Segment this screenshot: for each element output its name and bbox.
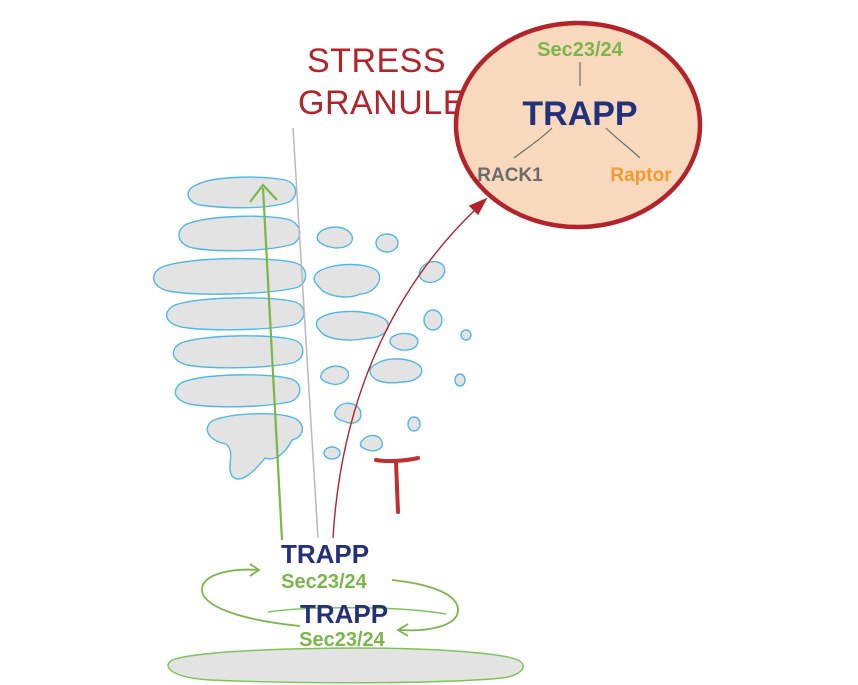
connector-right: [605, 127, 641, 159]
golgi-fragment: [313, 263, 381, 298]
golgi-fragment: [460, 329, 472, 341]
trapp-upper-label: TRAPP: [281, 539, 369, 569]
golgi-fragments: [313, 226, 472, 460]
sec23-24-lower-label: Sec23/24: [299, 629, 386, 651]
golgi-fragment: [407, 416, 421, 432]
connector-left: [513, 127, 553, 159]
golgi-fragment: [323, 446, 341, 460]
green-arrowhead: [249, 183, 278, 203]
golgi-cisterna: [206, 413, 304, 480]
golgi-fragment: [316, 226, 354, 249]
golgi-fragment: [359, 434, 383, 452]
golgi-bottom-stack: [167, 607, 524, 684]
golgi-cisterna: [166, 297, 305, 331]
granule-trapp-label: TRAPP: [522, 95, 637, 133]
golgi-cisterna: [172, 335, 304, 369]
sec23-24-upper-label: Sec23/24: [281, 571, 368, 593]
golgi-fragment: [375, 233, 399, 253]
stress-granule-circle: [453, 20, 703, 230]
inhibition-stem: [394, 460, 400, 514]
green-transport-arrow: [249, 183, 284, 541]
red-arrow-shaft: [332, 206, 479, 539]
golgi-fragment: [454, 373, 466, 387]
raptor-label: Raptor: [610, 165, 672, 186]
cycle-arc-upper: [201, 568, 301, 627]
golgi-fragment: [423, 309, 443, 331]
golgi-stack-intact: [153, 176, 307, 480]
cycle-arc-lower: [391, 579, 459, 632]
recycling-cycle: [201, 563, 459, 637]
rack1-label: RACK1: [477, 165, 543, 186]
divider-line: [292, 127, 319, 539]
golgi-fragment: [334, 402, 362, 424]
stress-title-line1: STRESS: [307, 42, 446, 80]
green-arrow-shaft: [261, 187, 284, 541]
golgi-cisterna: [153, 257, 307, 295]
inhibition-symbol: [374, 456, 420, 514]
golgi-cisterna: [178, 215, 301, 252]
golgi-fragment: [369, 358, 423, 384]
golgi-fragment: [315, 310, 389, 341]
red-arrowhead: [468, 197, 488, 216]
golgi-cisterna-bottom: [167, 647, 524, 684]
golgi-cisterna-bottom-edge: [267, 607, 447, 615]
golgi-fragment: [389, 332, 419, 351]
trapp-lower-label: TRAPP: [300, 599, 388, 629]
cycle-arrowhead-lower: [396, 623, 409, 637]
red-transport-arrow: [332, 197, 488, 539]
granule-sec23-24-label: Sec23/24: [537, 39, 624, 61]
stress-granule: Sec23/24 TRAPP RACK1 Raptor: [453, 20, 703, 230]
golgi-cisterna: [187, 176, 297, 209]
golgi-fragment: [320, 365, 350, 386]
golgi-cisterna: [174, 374, 301, 408]
cycle-arrowhead-upper: [249, 563, 261, 577]
stress-title-line2: GRANULE: [298, 84, 466, 122]
